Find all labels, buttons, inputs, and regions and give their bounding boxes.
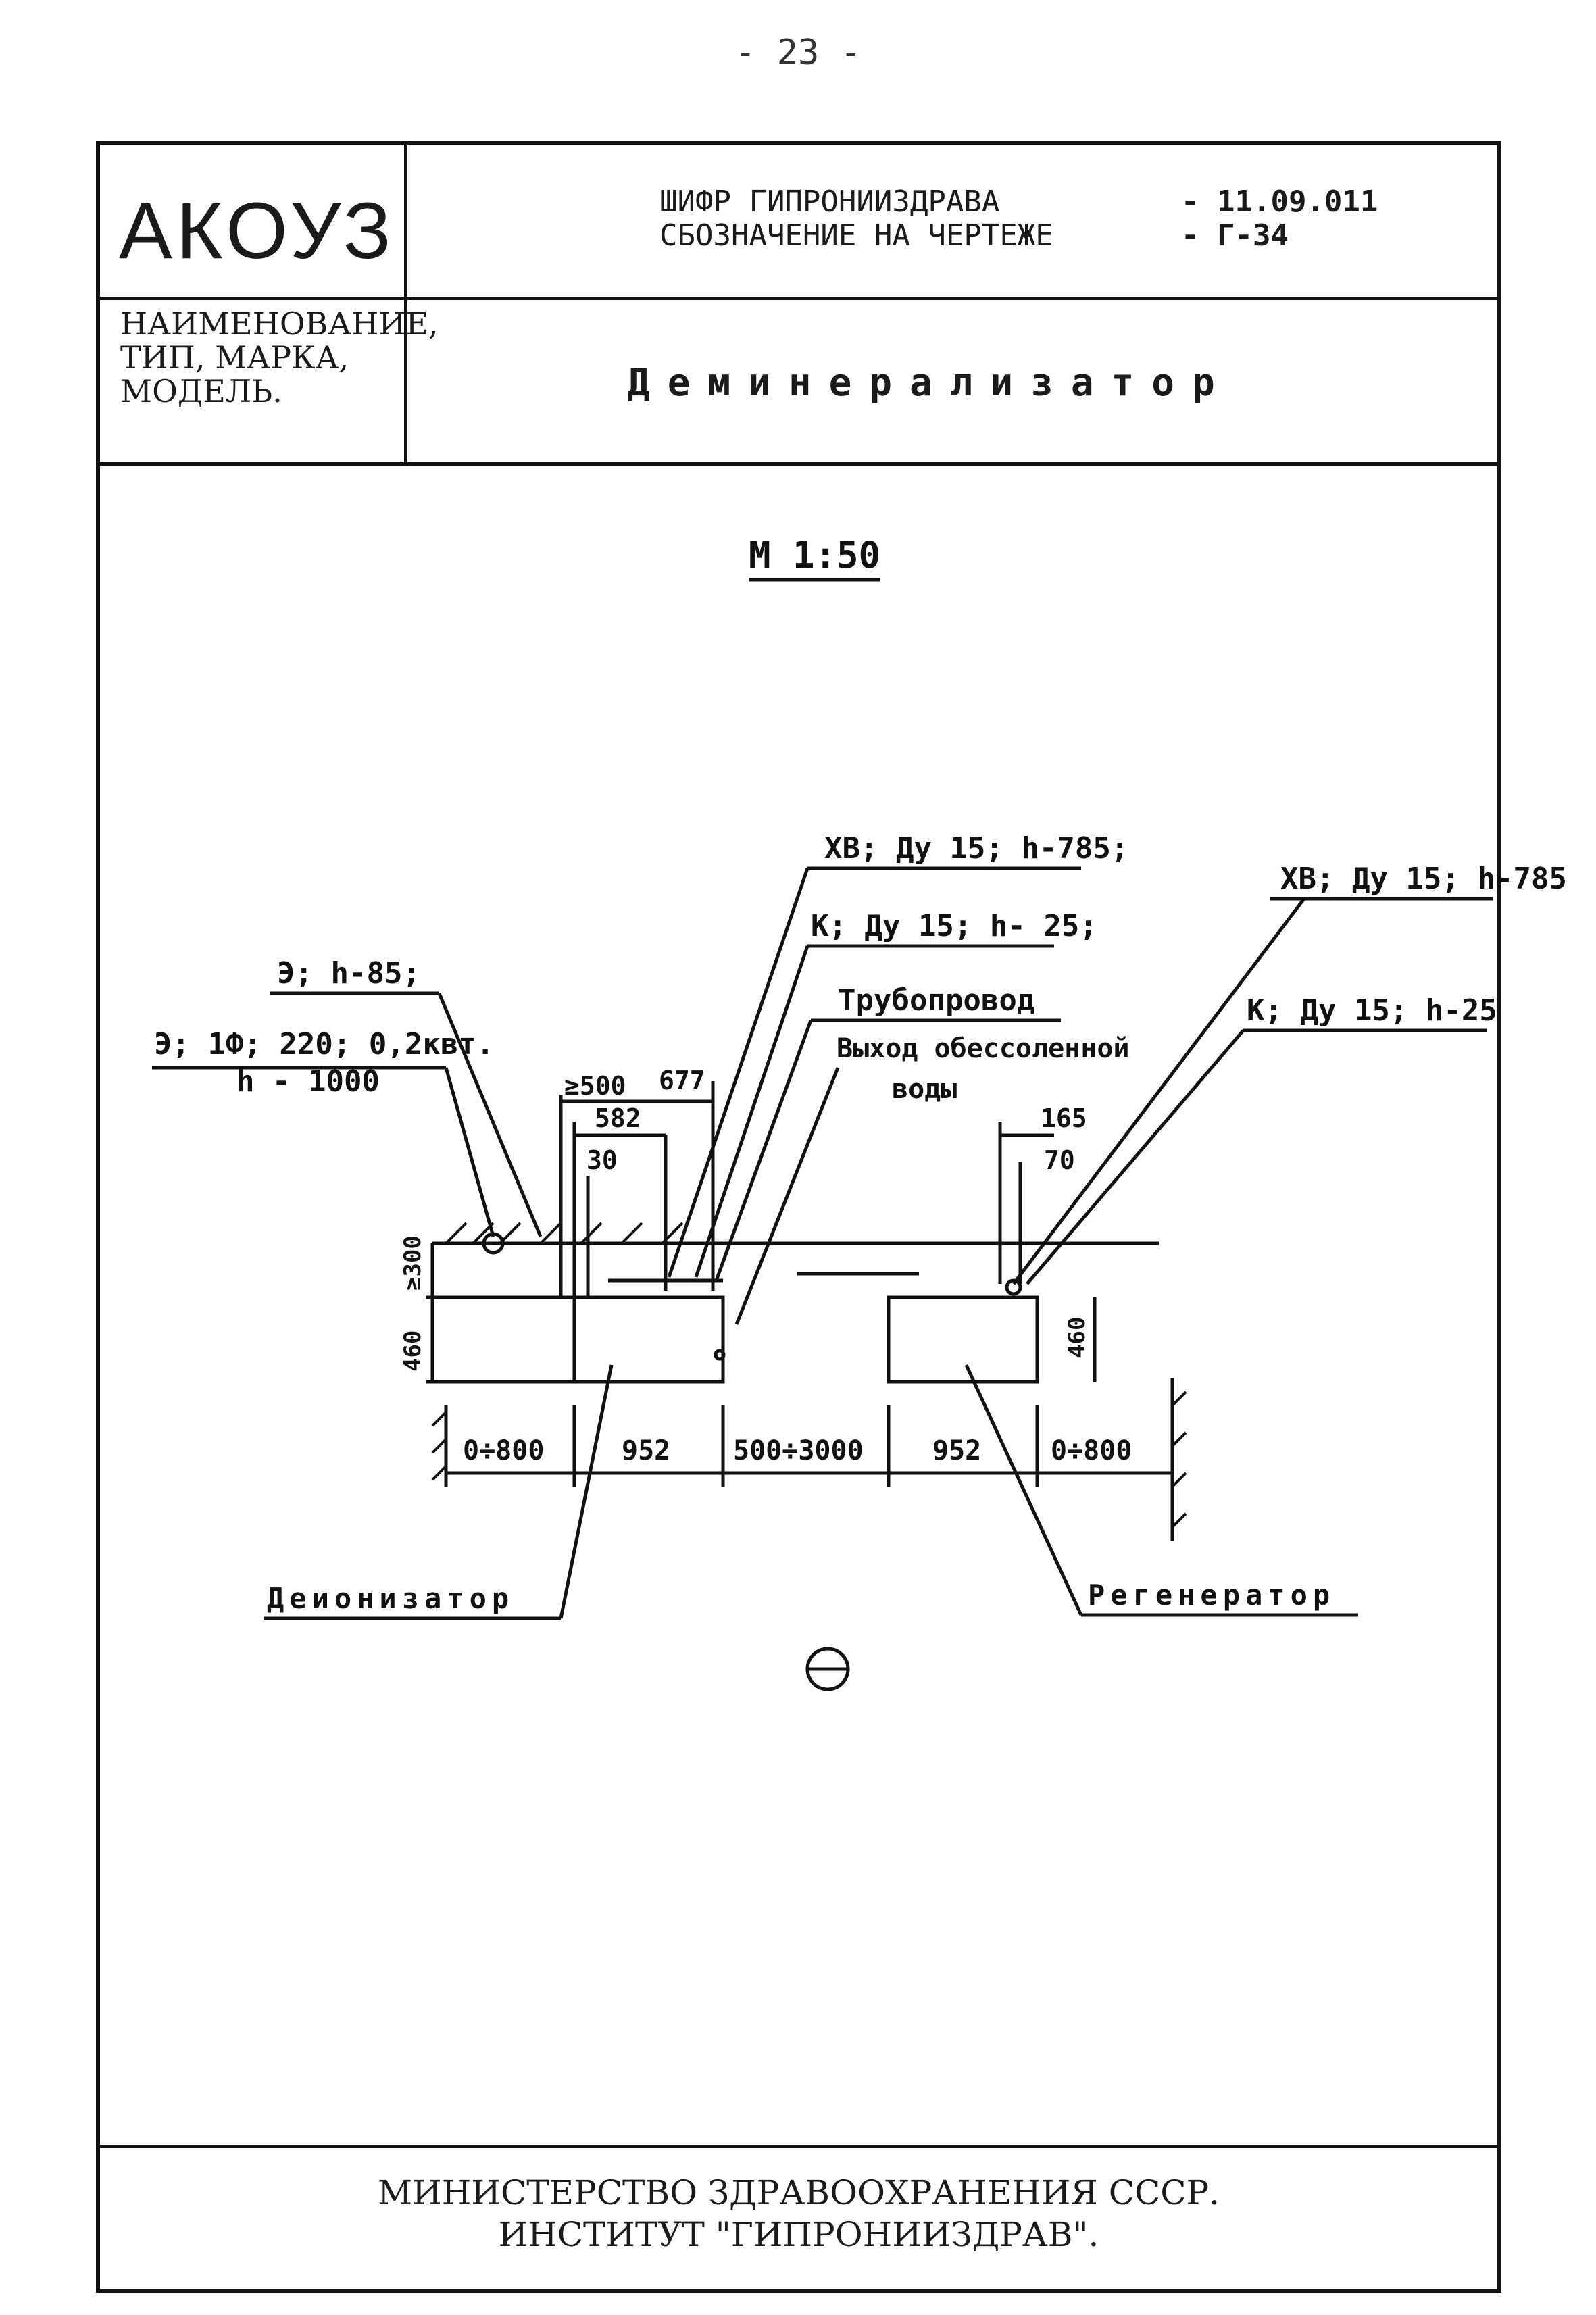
footer-institution: МИНИСТЕРСТВО ЗДРАВООХРАНЕНИЯ СССР. ИНСТИ… xyxy=(100,2172,1497,2256)
leader-pipe xyxy=(714,1020,813,1281)
dim-460-right: 460 xyxy=(1064,1317,1091,1358)
callout-e-height: h - 1000 xyxy=(236,1064,380,1099)
footer-divider xyxy=(100,2145,1497,2148)
fitting-symbol xyxy=(1005,1278,1022,1296)
designation-label: СБОЗНАЧЕНИЕ НА ЧЕРТЕЖЕ xyxy=(659,218,1053,253)
cipher-label: ШИФР ГИПРОНИИЗДРАВА xyxy=(659,184,1000,219)
title-column-divider xyxy=(404,145,407,462)
callout-xv-left: ХВ; Ду 15; h-785; xyxy=(824,831,1128,866)
leader-regenerator xyxy=(964,1364,1083,1616)
ministry-line: МИНИСТЕРСТВО ЗДРАВООХРАНЕНИЯ СССР. xyxy=(377,2173,1220,2212)
cipher-labels: ШИФР ГИПРОНИИЗДРАВА СБОЗНАЧЕНИЕ НА ЧЕРТЕ… xyxy=(659,185,1053,253)
callout-e-h: Э; h-85; xyxy=(277,956,420,991)
callout-pipe: Трубопровод xyxy=(838,983,1034,1018)
regenerator-outline xyxy=(887,1295,1039,1384)
name-label-line: НАИМЕНОВАНИЕ, xyxy=(120,305,439,342)
callout-k-right: К; Ду 15; h-25 xyxy=(1247,993,1497,1028)
callout-outlet-2: воды xyxy=(892,1074,957,1105)
dim-500-3000: 500÷3000 xyxy=(733,1435,864,1466)
deionizer-outline xyxy=(572,1295,725,1384)
outlet-fitting xyxy=(714,1349,726,1361)
cipher-values: - 11.09.011 - Г-34 xyxy=(1181,185,1378,253)
callout-outlet-1: Выход обессоленной xyxy=(837,1033,1129,1064)
drawing-sheet: АКОУЗ ШИФР ГИПРОНИИЗДРАВА СБОЗНАЧЕНИЕ НА… xyxy=(96,141,1501,2293)
label-deionizer: Деионизатор xyxy=(267,1582,514,1615)
callout-e-power: Э; 1Ф; 220; 0,2квт. xyxy=(154,1027,494,1062)
equipment-name: Деминерализатор xyxy=(627,361,1232,405)
dim-460-left: 460 xyxy=(399,1330,426,1372)
dim-582: 582 xyxy=(595,1103,641,1133)
leader-k-right xyxy=(1026,1029,1245,1285)
dim-70: 70 xyxy=(1044,1145,1075,1175)
title-divider xyxy=(100,297,1497,300)
side-hatching xyxy=(431,1391,1187,1528)
title-divider xyxy=(100,462,1497,466)
dim-165: 165 xyxy=(1041,1103,1087,1133)
leader-deionizer xyxy=(559,1364,614,1619)
dim-500: ≥500 xyxy=(564,1071,626,1101)
dim-952-right: 952 xyxy=(932,1435,981,1466)
name-label: НАИМЕНОВАНИЕ, ТИП, МАРКА, МОДЕЛЬ. xyxy=(120,307,439,408)
dim-300: ≥300 xyxy=(399,1235,426,1291)
callout-k-left: К; Ду 15; h- 25; xyxy=(811,909,1097,943)
cipher-value: - 11.09.011 xyxy=(1181,184,1378,219)
name-label-line: МОДЕЛЬ. xyxy=(120,373,282,409)
equipment-code: АКОУЗ xyxy=(119,186,395,276)
institute-line: ИНСТИТУТ "ГИПРОНИИЗДРАВ". xyxy=(498,2215,1099,2254)
page-number: - 23 - xyxy=(734,32,862,73)
leader-outlet xyxy=(734,1067,840,1325)
dim-952-left: 952 xyxy=(622,1435,670,1466)
callout-xv-right: ХВ; Ду 15; h-785 xyxy=(1280,862,1567,896)
leader-xv-right xyxy=(1012,897,1305,1285)
scale-label: М 1:50 xyxy=(749,534,880,576)
leader-k-left xyxy=(694,945,809,1278)
dim-30: 30 xyxy=(587,1145,618,1175)
leader-e-power xyxy=(444,1067,495,1237)
dim-0-800-right: 0÷800 xyxy=(1051,1435,1132,1466)
label-regenerator: Регенератор xyxy=(1088,1578,1335,1612)
wall-hatching xyxy=(445,1222,684,1245)
dim-677: 677 xyxy=(659,1066,705,1095)
socket-symbol xyxy=(482,1232,505,1255)
leader-e-h xyxy=(437,993,543,1237)
name-label-line: ТИП, МАРКА, xyxy=(120,339,349,376)
dim-0-800-left: 0÷800 xyxy=(463,1435,544,1466)
designation-value: - Г-34 xyxy=(1181,218,1289,253)
leader-xv-left xyxy=(667,868,809,1278)
